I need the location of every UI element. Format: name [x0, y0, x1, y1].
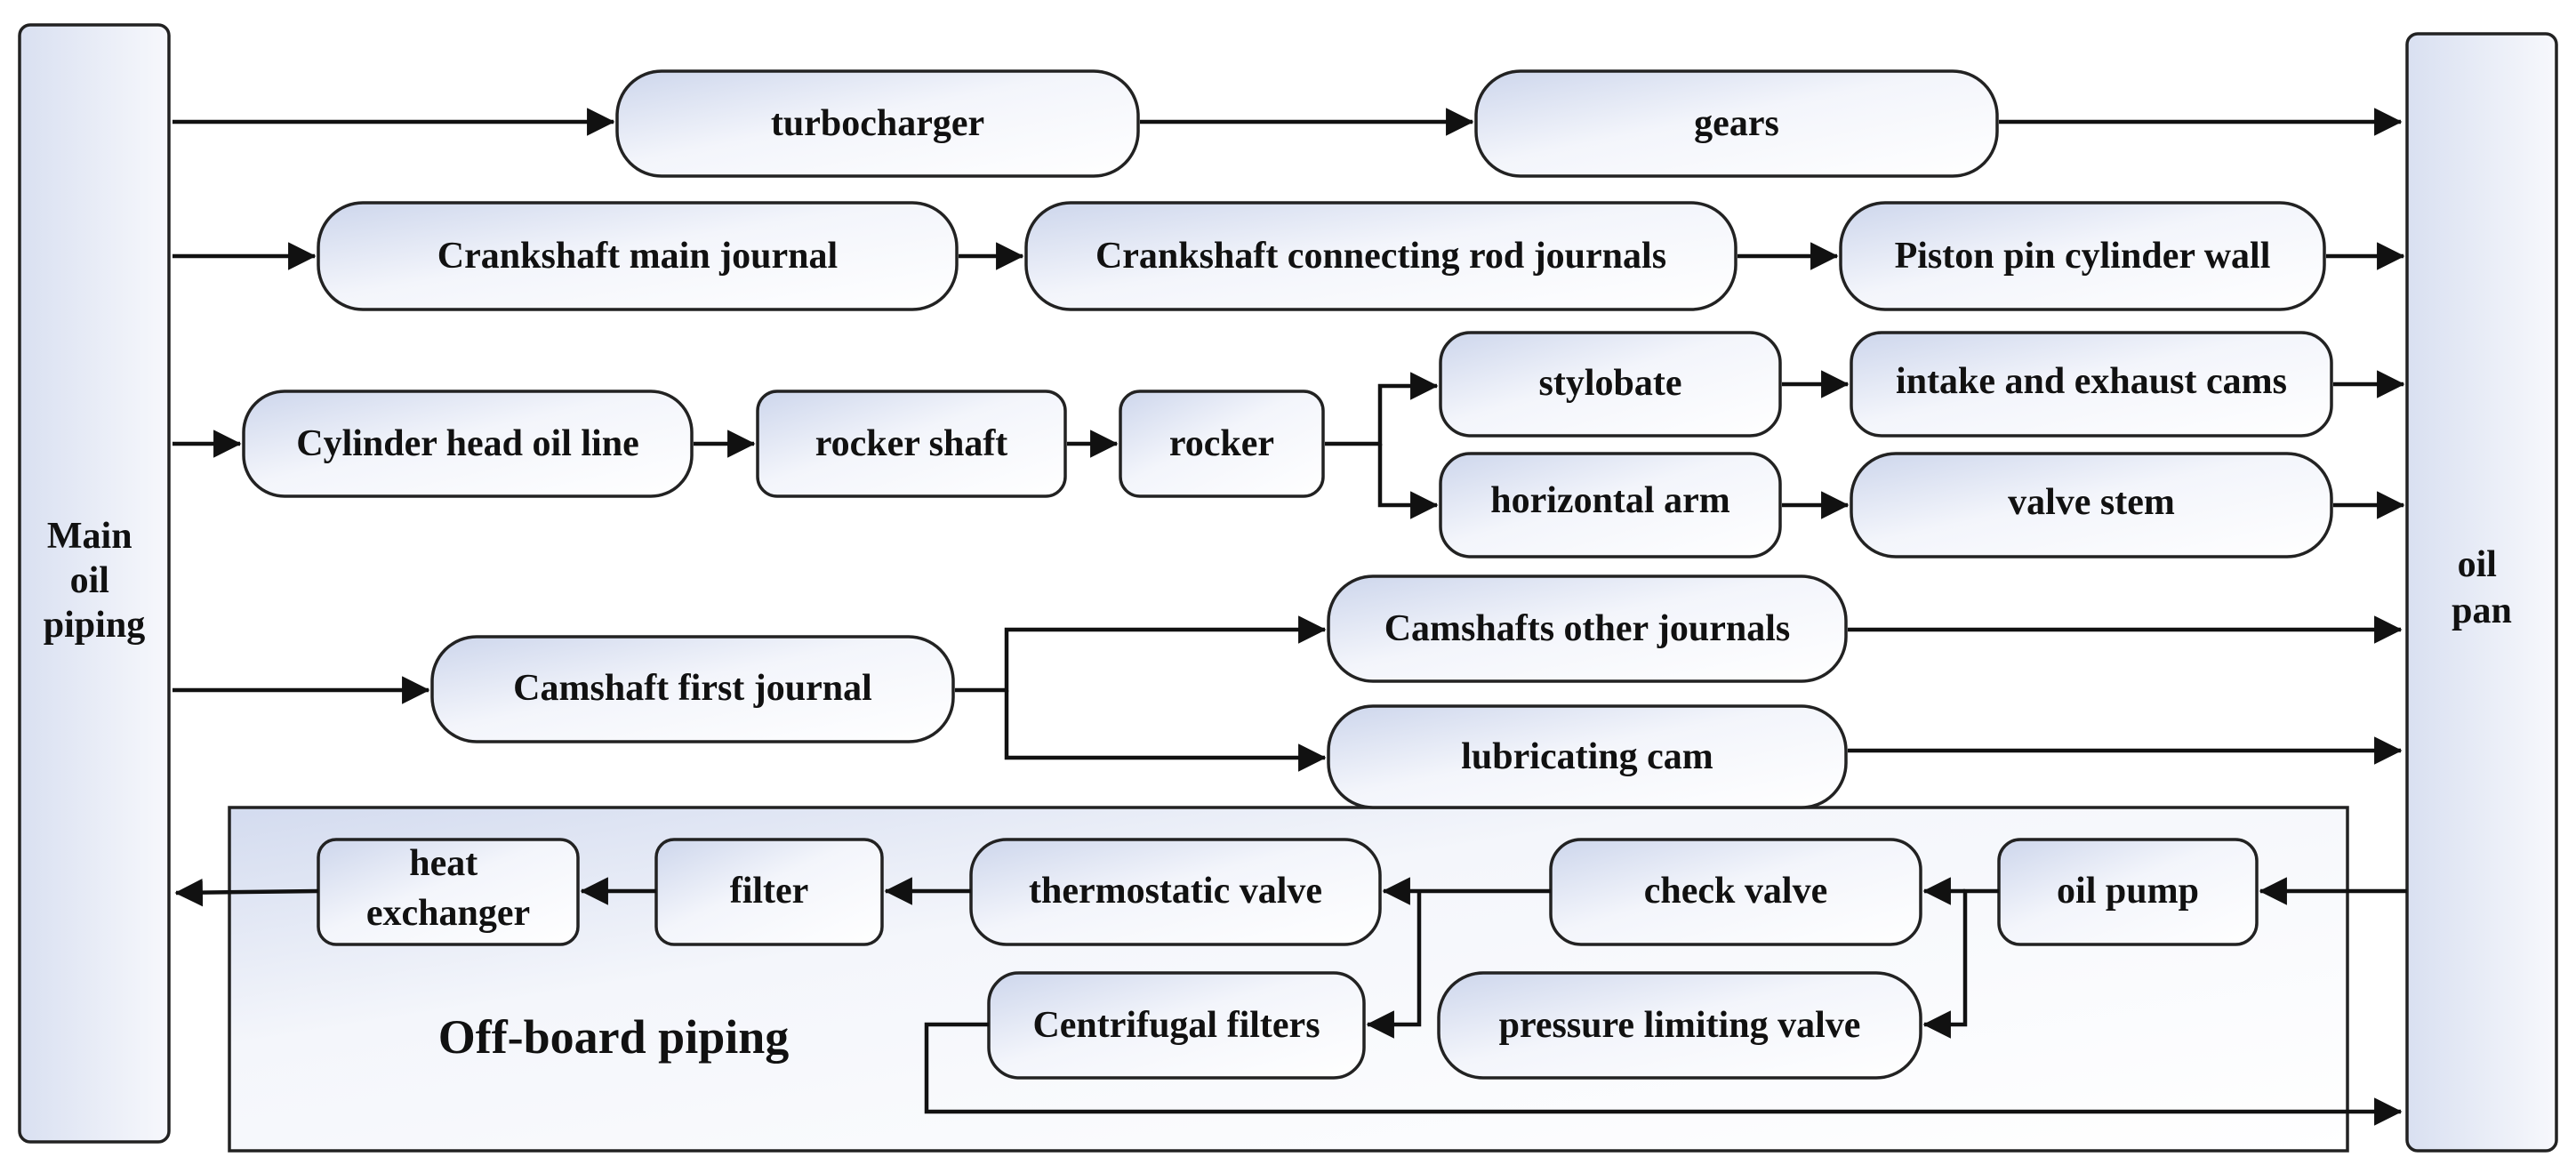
flow-connectors — [173, 108, 2407, 1126]
main-oil-piping-bar: Main oil piping — [18, 23, 171, 1144]
svg-text:lubricating cam: lubricating cam — [1461, 736, 1713, 777]
node-rocker-shaft: rocker shaft — [756, 390, 1067, 498]
svg-text:Main oil piping: Main oil piping — [44, 516, 145, 646]
svg-text:horizontal arm: horizontal arm — [1490, 480, 1729, 521]
svg-text:Centrifugal filters: Centrifugal filters — [1032, 1005, 1320, 1046]
svg-text:Camshaft first journal: Camshaft first journal — [513, 668, 872, 709]
node-gears: gears — [1474, 69, 1999, 178]
oil-pan-bar: oil pan — [2405, 32, 2558, 1153]
node-heat-exchanger: heat exchanger — [317, 838, 580, 946]
node-check-valve: check valve — [1549, 838, 1922, 946]
node-valve-stem: valve stem — [1850, 452, 2333, 558]
node-oil-pump: oil pump — [1997, 838, 2259, 946]
svg-text:valve stem: valve stem — [2008, 482, 2175, 523]
svg-text:oil pan: oil pan — [2452, 544, 2512, 631]
svg-text:heat exchanger: heat exchanger — [366, 843, 530, 934]
svg-text:Piston pin cylinder wall: Piston pin cylinder wall — [1895, 236, 2271, 277]
svg-text:Camshafts other journals: Camshafts other journals — [1384, 608, 1791, 649]
svg-text:check valve: check valve — [1644, 871, 1827, 912]
node-stylobate: stylobate — [1439, 331, 1782, 438]
svg-text:rocker: rocker — [1169, 423, 1274, 464]
svg-text:Cylinder head oil line: Cylinder head oil line — [296, 423, 638, 464]
node-rocker: rocker — [1119, 390, 1325, 498]
svg-text:pressure limiting valve: pressure limiting valve — [1499, 1005, 1861, 1046]
node-centrifugal-filters: Centrifugal filters — [987, 971, 1366, 1080]
node-piston-pin-cylinder-wall: Piston pin cylinder wall — [1839, 201, 2326, 311]
svg-text:Crankshaft main journal: Crankshaft main journal — [437, 236, 838, 277]
svg-text:filter: filter — [730, 871, 809, 912]
svg-text:Crankshaft connecting rod jour: Crankshaft connecting rod journals — [1095, 236, 1666, 277]
node-camshafts-other-journals: Camshafts other journals — [1327, 574, 1848, 683]
node-crankshaft-main-journal: Crankshaft main journal — [317, 201, 959, 311]
node-lubricating-cam: lubricating cam — [1327, 704, 1848, 809]
node-camshaft-first-journal: Camshaft first journal — [430, 635, 955, 743]
node-filter: filter — [654, 838, 884, 946]
svg-text:gears: gears — [1694, 103, 1779, 144]
svg-text:turbocharger: turbocharger — [771, 103, 984, 144]
svg-text:rocker shaft: rocker shaft — [815, 423, 1008, 464]
node-cylinder-head-oil-line: Cylinder head oil line — [242, 390, 694, 498]
offboard-piping-label: Off-board piping — [438, 1010, 790, 1064]
node-horizontal-arm: horizontal arm — [1439, 452, 1782, 558]
svg-text:thermostatic valve: thermostatic valve — [1029, 871, 1322, 912]
node-thermostatic-valve: thermostatic valve — [969, 838, 1382, 946]
svg-text:oil pump: oil pump — [2057, 871, 2199, 912]
node-intake-and-exhaust-cams: intake and exhaust cams — [1850, 331, 2333, 438]
node-turbocharger: turbocharger — [615, 69, 1140, 178]
svg-text:stylobate: stylobate — [1539, 363, 1682, 404]
svg-text:intake and exhaust cams: intake and exhaust cams — [1896, 361, 2287, 402]
node-pressure-limiting-valve: pressure limiting valve — [1437, 971, 1922, 1080]
node-crankshaft-connecting-rod-journals: Crankshaft connecting rod journals — [1024, 201, 1737, 311]
